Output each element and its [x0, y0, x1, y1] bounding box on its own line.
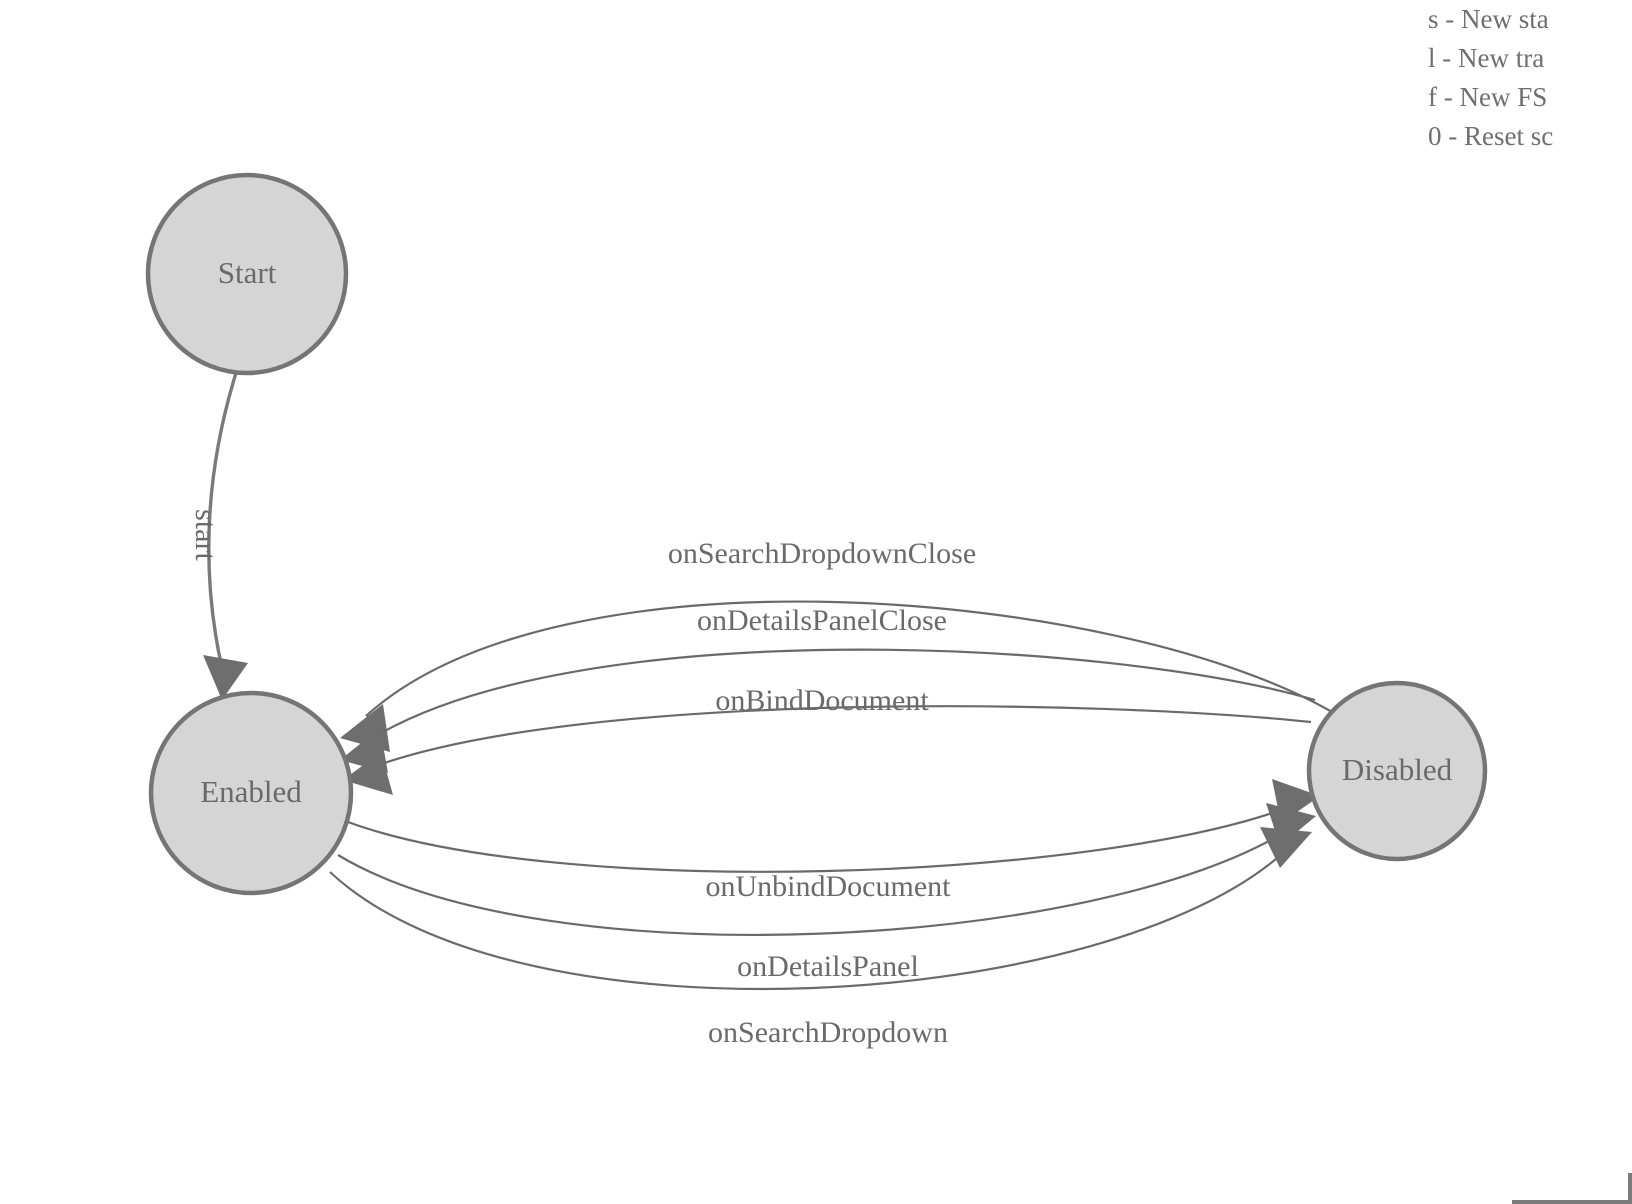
transition-on-search-dropdown-close[interactable]: onSearchDropdownClose	[340, 537, 1333, 752]
transition-on-search-dropdown-close-label: onSearchDropdownClose	[668, 537, 976, 570]
transition-start-label: start	[189, 509, 222, 561]
state-node-start-label: Start	[218, 255, 277, 290]
transition-on-search-dropdown-path[interactable]	[329, 851, 1285, 991]
state-node-disabled-circle[interactable]	[1306, 680, 1488, 862]
transition-on-details-panel-close-label: onDetailsPanelClose	[697, 604, 947, 637]
state-node-start-circle[interactable]	[145, 172, 349, 376]
transition-on-bind-document-path[interactable]	[369, 705, 1312, 770]
transition-on-unbind-document[interactable]: onUnbindDocument	[347, 779, 1320, 903]
panel-corner-rule	[1512, 1173, 1632, 1204]
state-node-start[interactable]: Start	[145, 172, 349, 376]
help-line-new-fsm: f - New FS	[1428, 82, 1548, 112]
transition-on-search-dropdown-close-path[interactable]	[365, 600, 1333, 717]
state-node-enabled-label: Enabled	[200, 774, 302, 809]
transition-on-search-dropdown[interactable]: onSearchDropdown	[329, 827, 1312, 1049]
transition-start-arrowhead	[203, 655, 248, 700]
help-legend: s - New sta l - New tra f - New FS 0 - R…	[1428, 0, 1632, 156]
transition-on-details-panel[interactable]: onDetailsPanel	[337, 803, 1316, 983]
transition-on-search-dropdown-label: onSearchDropdown	[708, 1016, 948, 1049]
transition-on-bind-document[interactable]: onBindDocument	[343, 684, 1312, 795]
transition-on-search-dropdown-arrowhead	[1260, 827, 1312, 868]
transition-start-path[interactable]	[207, 372, 238, 669]
transition-on-details-panel-label: onDetailsPanel	[737, 950, 919, 983]
state-node-enabled[interactable]: Enabled	[148, 690, 354, 896]
transition-on-bind-document-label: onBindDocument	[715, 684, 929, 717]
transition-on-details-panel-close-path[interactable]	[365, 648, 1316, 743]
help-line-reset: 0 - Reset sc	[1428, 121, 1554, 151]
transition-on-unbind-document-path[interactable]	[347, 804, 1293, 873]
help-line-new-state: s - New sta	[1428, 4, 1549, 34]
state-node-disabled[interactable]: Disabled	[1306, 680, 1488, 862]
state-node-disabled-label: Disabled	[1342, 752, 1453, 787]
transition-on-details-panel-path[interactable]	[337, 829, 1289, 936]
transition-start[interactable]: start	[189, 372, 248, 700]
transition-on-bind-document-arrowhead	[343, 752, 393, 795]
state-node-enabled-circle[interactable]	[148, 690, 354, 896]
transition-on-details-panel-close[interactable]: onDetailsPanelClose	[340, 604, 1316, 773]
help-line-new-transition: l - New tra	[1428, 43, 1545, 73]
transition-on-unbind-document-label: onUnbindDocument	[706, 870, 952, 903]
